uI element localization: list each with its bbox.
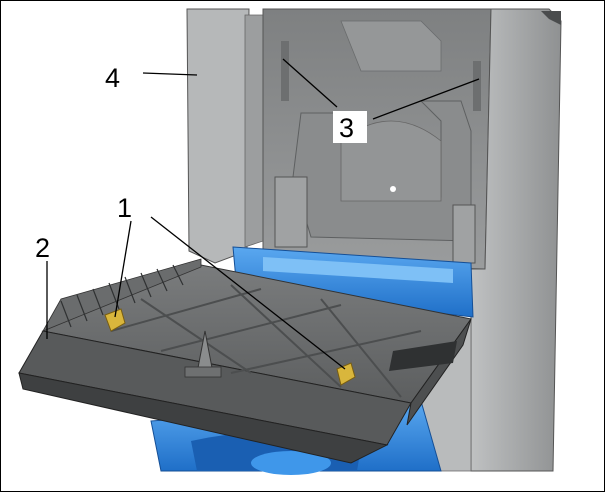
leader-line-3a xyxy=(282,58,338,108)
callout-2: 2 xyxy=(35,233,50,263)
tray-part xyxy=(18,258,472,464)
callout-1: 1 xyxy=(117,193,132,223)
leader-line-3b xyxy=(372,78,480,120)
callout-3: 3 xyxy=(339,113,354,143)
leader-line-1b xyxy=(150,216,346,370)
callout-4: 4 xyxy=(105,63,120,93)
callout-3-box: 3 xyxy=(333,111,367,143)
leader-lines xyxy=(46,58,480,370)
clip-part-right xyxy=(336,362,356,386)
leader-line-1a xyxy=(114,220,132,318)
leader-line-4 xyxy=(142,72,198,76)
